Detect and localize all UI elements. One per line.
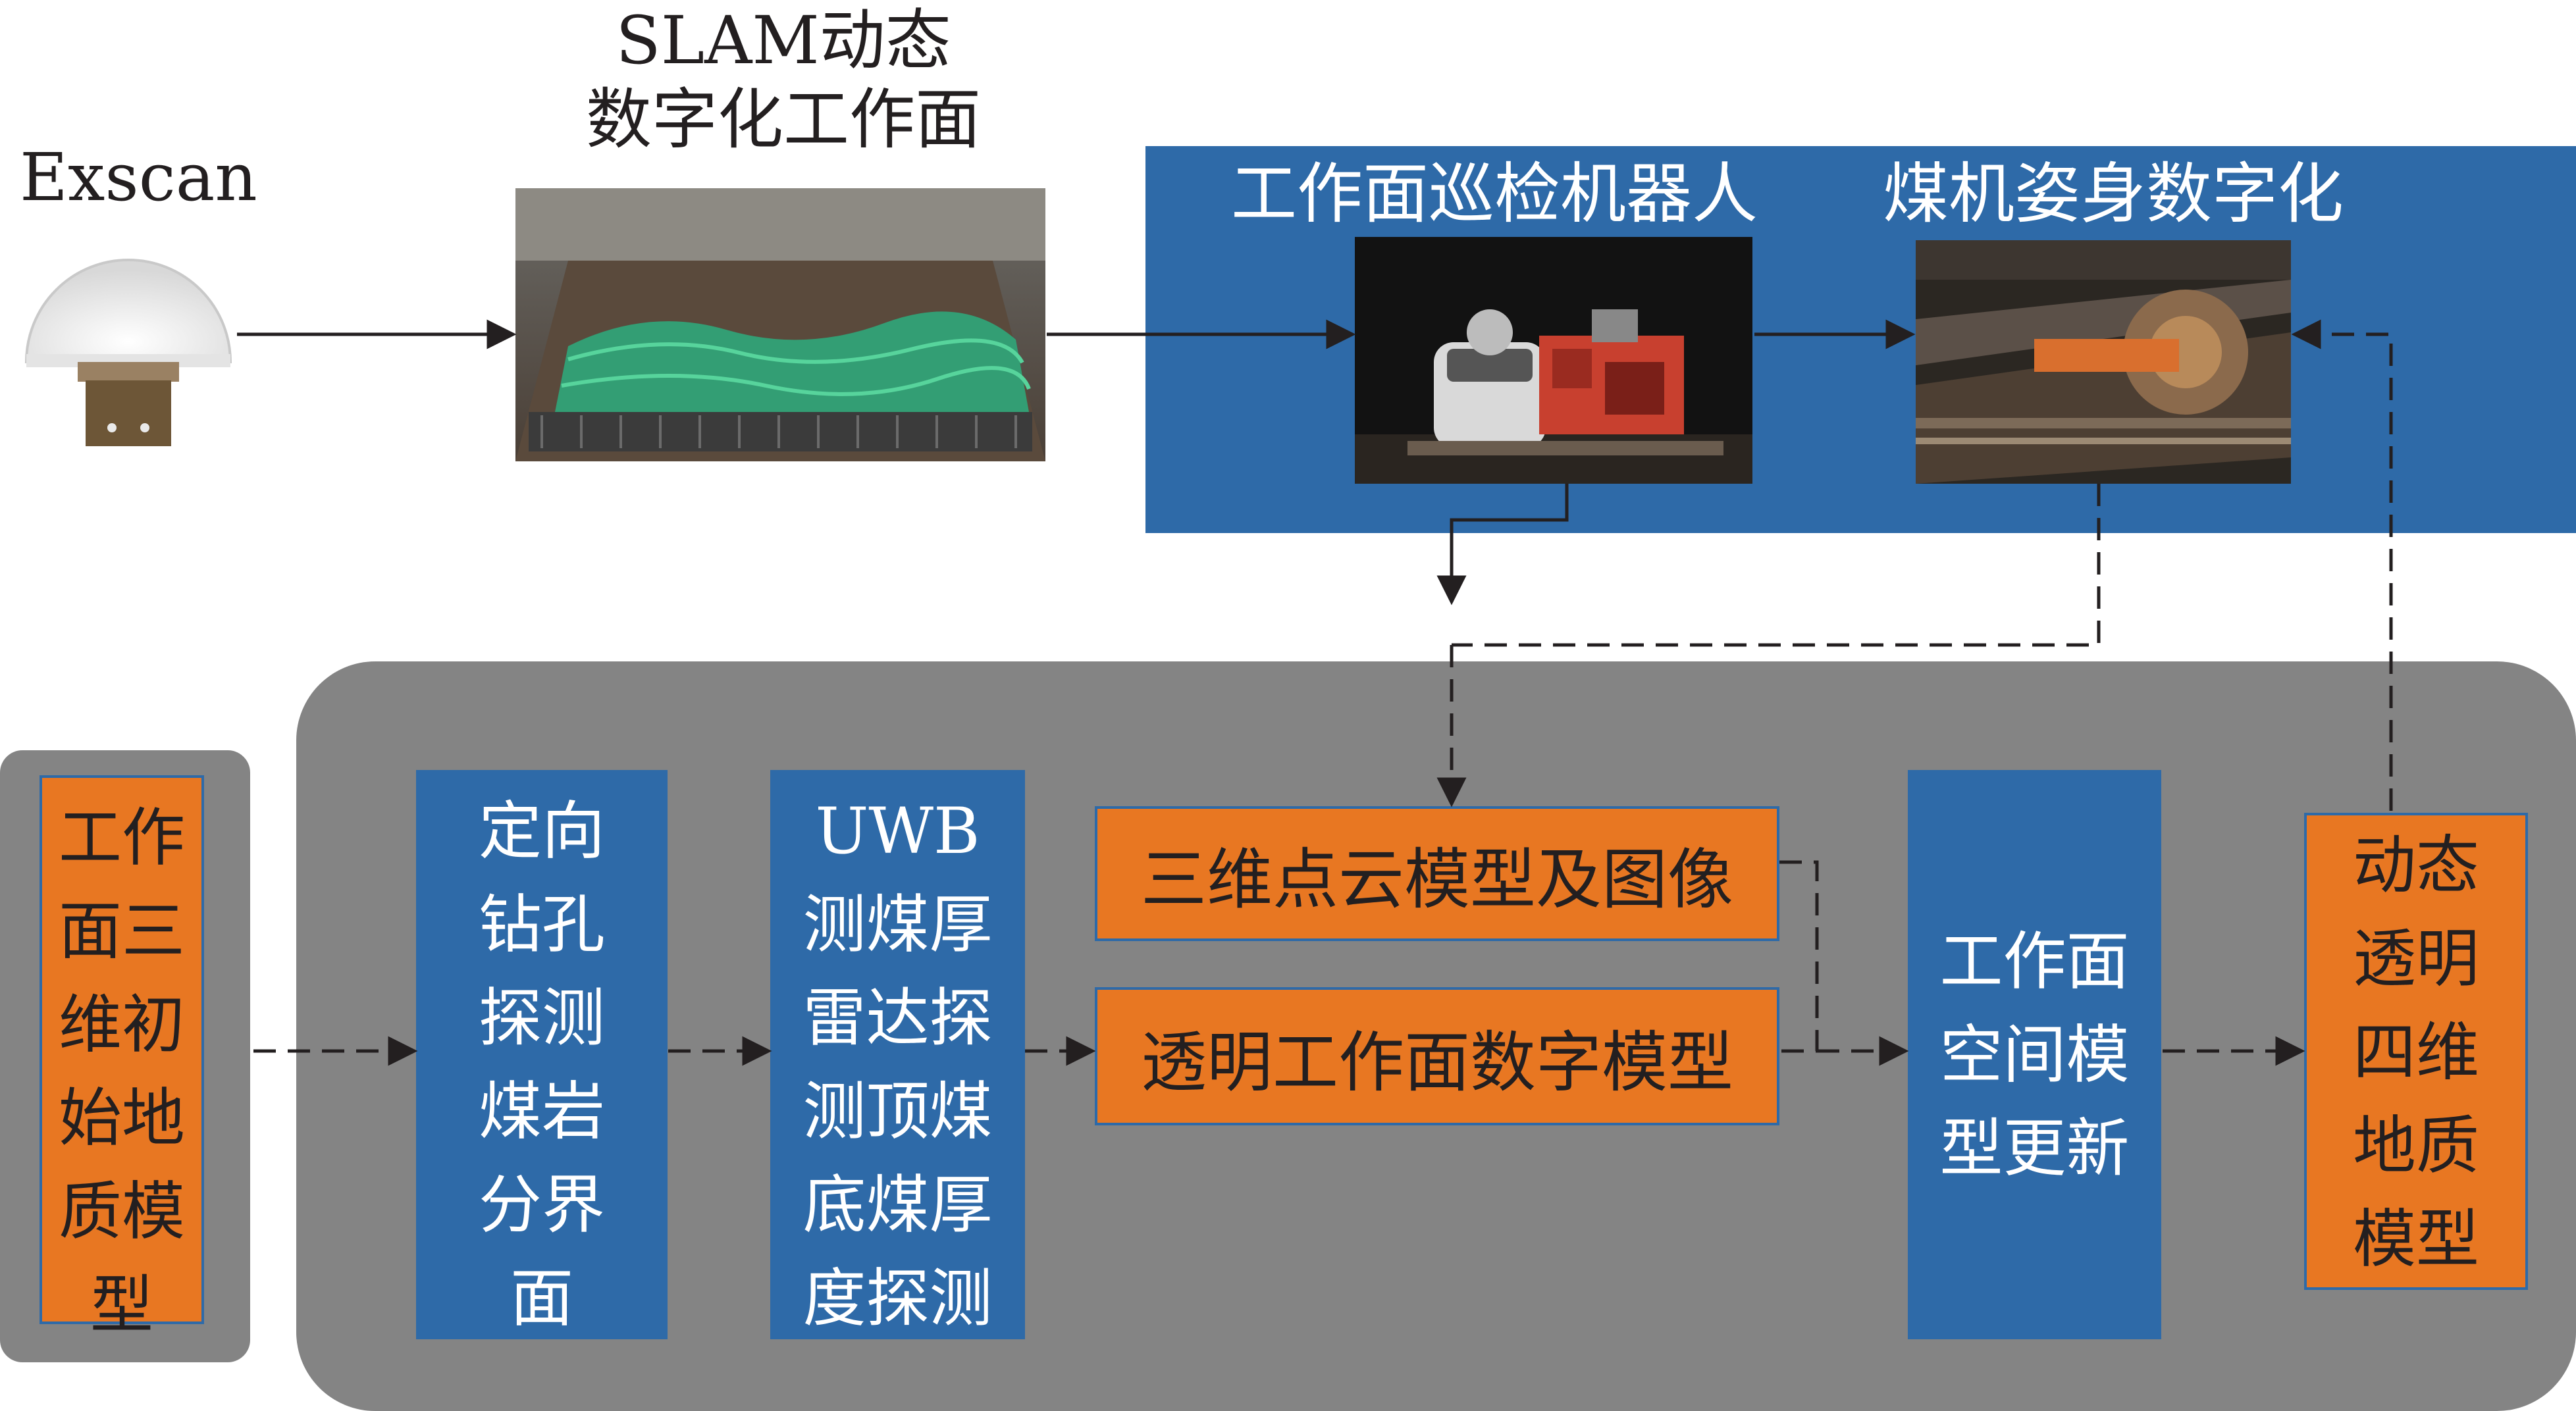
slam-face-image — [515, 188, 1045, 461]
drilling-line: 煤岩 — [479, 1075, 605, 1148]
transparent-model-node: 透明工作面数字模型 — [1095, 987, 1779, 1125]
directional-drilling-node: 定向 钻孔 探测 煤岩 分界 面 — [416, 770, 668, 1339]
drilling-line: 分界 — [479, 1168, 605, 1242]
uwb-line: 雷达探 — [802, 981, 993, 1055]
drilling-line: 定向 — [479, 794, 605, 868]
exscan-label: Exscan — [20, 139, 257, 216]
uwb-line: 测顶煤 — [802, 1075, 993, 1148]
initial-model-line: 质模 — [59, 1175, 185, 1248]
uwb-radar-node: UWB 测煤厚 雷达探 测顶煤 底煤厚 度探测 — [770, 770, 1025, 1339]
dynamic-4d-model-node: 动态 透明 四维 地质 模型 — [2304, 813, 2528, 1290]
exscan-device-image — [20, 230, 237, 454]
robot-label: 工作面巡检机器人 — [1231, 155, 1758, 232]
drilling-line: 探测 — [479, 981, 605, 1055]
dynamic-line: 模型 — [2353, 1202, 2479, 1276]
drilling-line: 面 — [510, 1262, 573, 1335]
spatial-line: 工作面 — [1939, 925, 2130, 998]
slam-label-line2: 数字化工作面 — [586, 81, 981, 158]
initial-model-line: 始地 — [59, 1081, 185, 1155]
spatial-line: 型更新 — [1939, 1112, 2130, 1185]
spatial-line: 空间模 — [1939, 1018, 2130, 1092]
uwb-line: UWB — [815, 794, 980, 868]
slam-label: SLAM动态 数字化工作面 — [513, 1, 1053, 159]
slam-label-line1: SLAM动态 — [616, 2, 951, 79]
dynamic-line: 透明 — [2353, 922, 2479, 996]
initial-geology-model-node: 工作 面三 维初 始地 质模 型 — [39, 775, 204, 1342]
drilling-line: 钻孔 — [479, 888, 605, 962]
inspection-robot-image — [1355, 237, 1752, 484]
dynamic-line: 动态 — [2353, 829, 2479, 902]
dynamic-line: 四维 — [2353, 1015, 2479, 1089]
uwb-line: 测煤厚 — [802, 888, 993, 962]
initial-model-line: 工作 — [59, 801, 185, 875]
spatial-update-node: 工作面 空间模 型更新 — [1908, 770, 2161, 1339]
dynamic-line: 地质 — [2353, 1109, 2479, 1183]
uwb-line: 底煤厚 — [802, 1168, 993, 1242]
point-cloud-node: 三维点云模型及图像 — [1095, 806, 1779, 941]
initial-model-line: 面三 — [59, 894, 185, 968]
initial-model-line: 型 — [90, 1268, 153, 1342]
initial-model-line: 维初 — [59, 988, 185, 1062]
shearer-label: 煤机姿身数字化 — [1883, 155, 2344, 232]
shearer-image — [1916, 240, 2291, 484]
uwb-line: 度探测 — [802, 1262, 993, 1335]
